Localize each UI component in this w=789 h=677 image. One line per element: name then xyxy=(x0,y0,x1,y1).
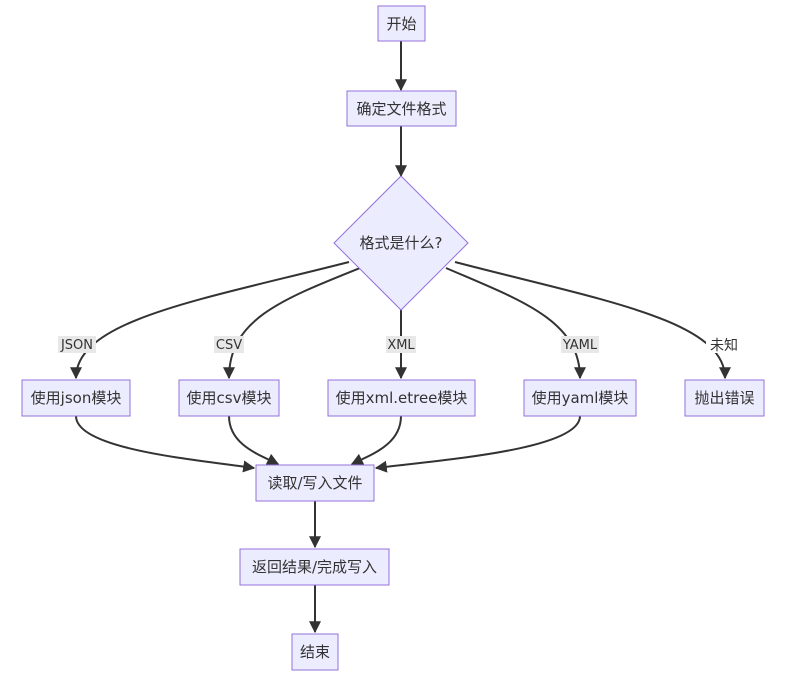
svg-text:返回结果/完成写入: 返回结果/完成写入 xyxy=(252,558,377,576)
svg-text:使用json模块: 使用json模块 xyxy=(31,389,122,407)
node-use-csv: 使用csv模块 xyxy=(178,379,280,417)
node-use-yaml: 使用yaml模块 xyxy=(523,379,637,417)
node-format-decision: 格式是什么? xyxy=(333,175,469,311)
node-return-result: 返回结果/完成写入 xyxy=(239,548,390,586)
edge-label-yaml: YAML xyxy=(562,338,598,353)
edge-decision-to-error xyxy=(454,261,731,380)
edge-yaml-to-read xyxy=(374,415,581,473)
node-use-json: 使用json模块 xyxy=(21,379,131,417)
edge-decision-to-yaml xyxy=(445,267,586,380)
node-start: 开始 xyxy=(377,5,426,42)
node-read-write: 读取/写入文件 xyxy=(255,464,375,502)
edge-csv-to-read xyxy=(228,415,280,465)
edge-labels: JSON CSV XML YAML 未知 xyxy=(58,336,742,354)
svg-text:抛出错误: 抛出错误 xyxy=(694,389,754,407)
edges xyxy=(70,41,731,634)
svg-text:格式是什么?: 格式是什么? xyxy=(360,234,443,252)
svg-text:结束: 结束 xyxy=(300,643,330,661)
svg-text:使用yaml模块: 使用yaml模块 xyxy=(532,389,629,407)
edge-label-unknown: 未知 xyxy=(710,337,738,354)
svg-text:使用csv模块: 使用csv模块 xyxy=(187,389,272,407)
svg-text:使用xml.etree模块: 使用xml.etree模块 xyxy=(336,389,468,407)
svg-text:开始: 开始 xyxy=(386,15,416,33)
edge-xml-to-read xyxy=(350,415,402,465)
node-end: 结束 xyxy=(291,633,339,671)
node-determine-format: 确定文件格式 xyxy=(346,90,457,127)
edge-json-to-read xyxy=(75,415,256,473)
node-use-xml: 使用xml.etree模块 xyxy=(327,379,476,417)
edge-label-json: JSON xyxy=(60,338,93,353)
edge-label-xml: XML xyxy=(387,338,415,353)
svg-text:确定文件格式: 确定文件格式 xyxy=(356,100,446,118)
nodes: 开始 确定文件格式 格式是什么? 使用json模块 使用csv模块 使用xml.… xyxy=(21,5,765,671)
edge-decision-to-json xyxy=(70,261,350,380)
edge-label-csv: CSV xyxy=(216,338,242,353)
node-throw-error: 抛出错误 xyxy=(684,379,765,417)
svg-text:读取/写入文件: 读取/写入文件 xyxy=(267,474,362,492)
edge-decision-to-csv xyxy=(223,267,361,380)
